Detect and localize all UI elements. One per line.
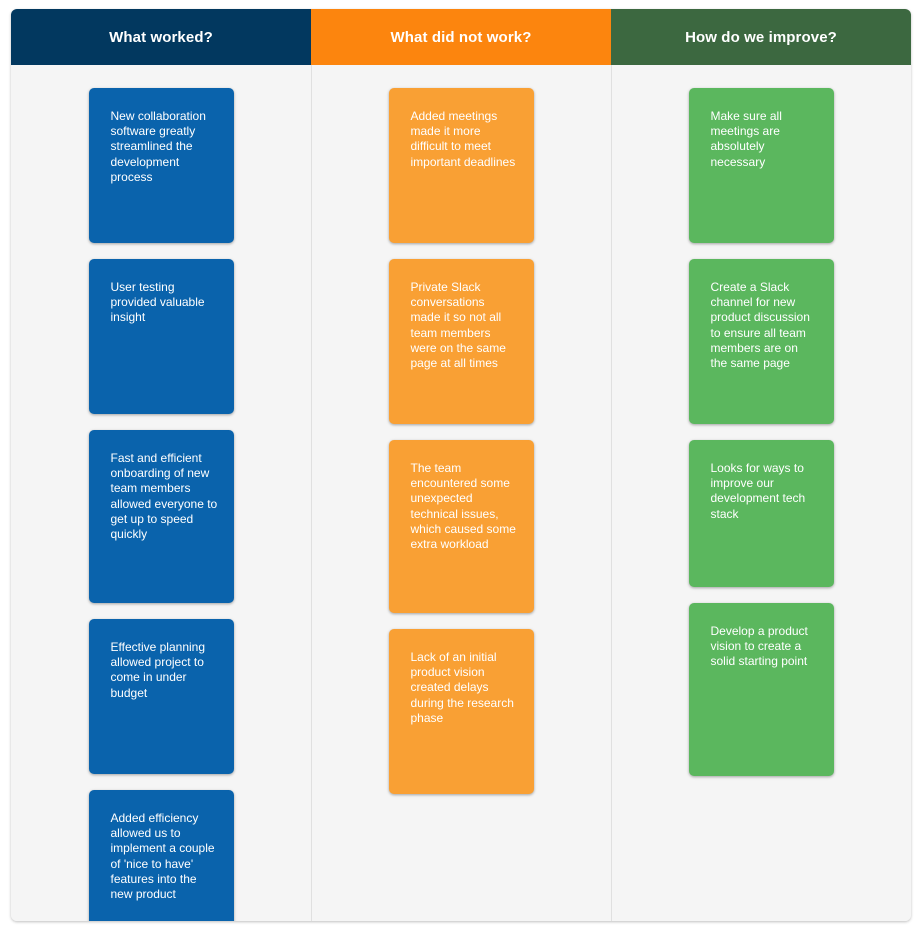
column-how-do-we-improve: How do we improve? Make sure all meeting… [611, 9, 911, 921]
card[interactable]: Make sure all meetings are absolutely ne… [688, 88, 834, 243]
column-header-what-worked[interactable]: What worked? [11, 9, 311, 65]
column-header-what-did-not-work[interactable]: What did not work? [311, 9, 611, 65]
card[interactable]: Added meetings made it more difficult to… [388, 88, 534, 243]
card-text: Lack of an initial product vision create… [410, 650, 514, 725]
card-text: Fast and efficient onboarding of new tea… [110, 451, 218, 542]
retrospective-board: What worked? New collaboration software … [11, 9, 911, 921]
card[interactable]: Develop a product vision to create a sol… [688, 603, 834, 776]
card-text: New collaboration software greatly strea… [110, 109, 206, 184]
card[interactable]: Looks for ways to improve our developmen… [688, 440, 834, 587]
card[interactable]: New collaboration software greatly strea… [88, 88, 234, 243]
card-text: Develop a product vision to create a sol… [710, 624, 808, 669]
card-text: Private Slack conversations made it so n… [410, 280, 506, 371]
card[interactable]: Private Slack conversations made it so n… [388, 259, 534, 424]
card-text: The team encountered some unexpected tec… [410, 461, 516, 552]
column-what-did-not-work: What did not work? Added meetings made i… [311, 9, 611, 921]
card-text: User testing provided valuable insight [110, 280, 205, 325]
card-list-what-did-not-work: Added meetings made it more difficult to… [311, 65, 611, 921]
card[interactable]: User testing provided valuable insight [88, 259, 234, 414]
card-text: Effective planning allowed project to co… [110, 640, 206, 700]
card-text: Make sure all meetings are absolutely ne… [710, 109, 782, 169]
card[interactable]: Added efficiency allowed us to implement… [88, 790, 234, 921]
card[interactable]: The team encountered some unexpected tec… [388, 440, 534, 613]
card-text: Added meetings made it more difficult to… [410, 109, 516, 169]
card-list-what-worked: New collaboration software greatly strea… [11, 65, 311, 921]
card[interactable]: Lack of an initial product vision create… [388, 629, 534, 794]
column-what-worked: What worked? New collaboration software … [11, 9, 311, 921]
card[interactable]: Fast and efficient onboarding of new tea… [88, 430, 234, 603]
card[interactable]: Create a Slack channel for new product d… [688, 259, 834, 424]
card-text: Create a Slack channel for new product d… [710, 280, 810, 371]
card[interactable]: Effective planning allowed project to co… [88, 619, 234, 774]
column-header-how-do-we-improve[interactable]: How do we improve? [611, 9, 911, 65]
card-text: Added efficiency allowed us to implement… [110, 811, 215, 902]
card-list-how-do-we-improve: Make sure all meetings are absolutely ne… [611, 65, 911, 921]
card-text: Looks for ways to improve our developmen… [710, 461, 806, 521]
